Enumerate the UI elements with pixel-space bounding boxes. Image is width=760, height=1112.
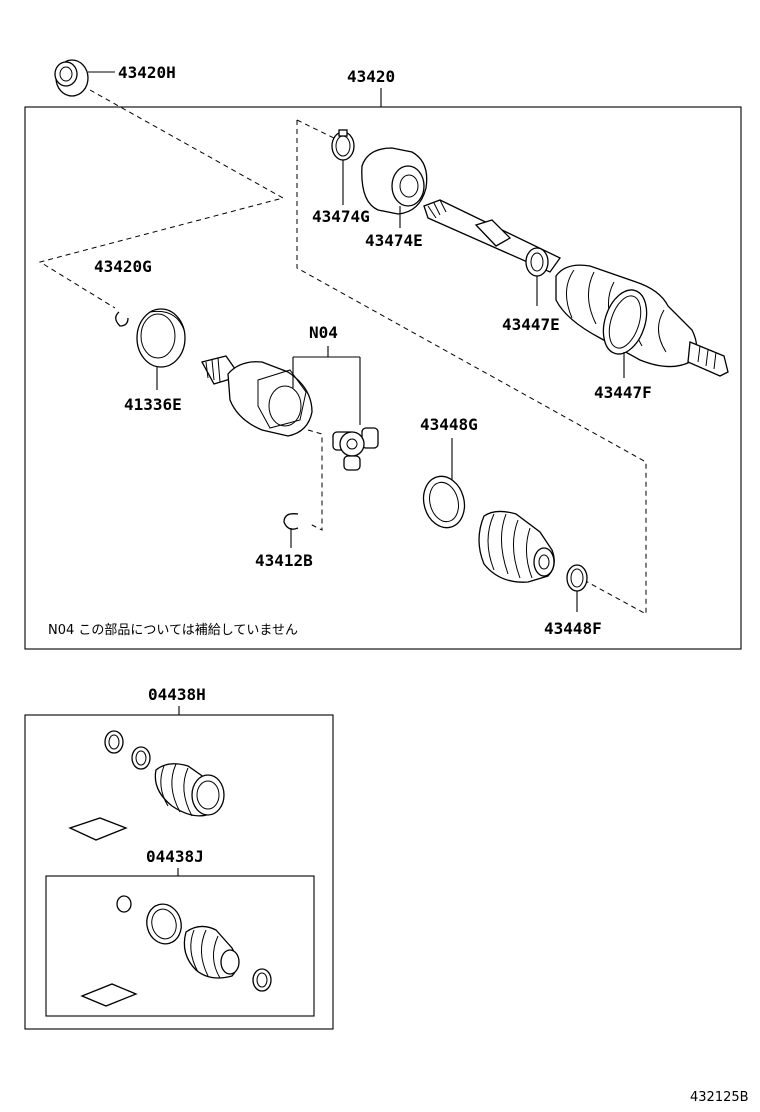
label-43447F[interactable]: 43447F bbox=[594, 383, 652, 402]
inner-boot[interactable] bbox=[478, 510, 555, 583]
label-43420G[interactable]: 43420G bbox=[94, 257, 152, 276]
tripod-joint[interactable] bbox=[332, 427, 379, 471]
snap-ring-43412B[interactable] bbox=[283, 513, 299, 530]
kit-04438J-clamp-small[interactable] bbox=[252, 968, 272, 992]
kit-04438J-snap-ring[interactable] bbox=[116, 895, 132, 913]
kit-frame-04438H bbox=[24, 714, 334, 1030]
label-04438H[interactable]: 04438H bbox=[148, 685, 206, 704]
damper-43474E[interactable] bbox=[361, 147, 428, 215]
label-N04[interactable]: N04 bbox=[309, 323, 338, 342]
label-43412B[interactable]: 43412B bbox=[255, 551, 313, 570]
ring-41336E[interactable] bbox=[136, 308, 186, 368]
label-43420H[interactable]: 43420H bbox=[118, 63, 176, 82]
assembly-frame-43420 bbox=[24, 106, 742, 650]
diagram-code: 432125B bbox=[690, 1090, 749, 1105]
kit-04438J-boot[interactable] bbox=[183, 925, 240, 979]
label-43420[interactable]: 43420 bbox=[347, 67, 395, 86]
clamp-43447F[interactable] bbox=[596, 284, 654, 359]
kit-04438H-clamps[interactable] bbox=[104, 730, 151, 770]
oil-seal-43420H[interactable] bbox=[54, 59, 89, 97]
label-04438J[interactable]: 04438J bbox=[146, 847, 204, 866]
drive-shaft[interactable] bbox=[423, 199, 561, 273]
label-41336E[interactable]: 41336E bbox=[124, 395, 182, 414]
snap-ring-43420G[interactable] bbox=[115, 311, 129, 327]
clamp-43448G[interactable] bbox=[418, 472, 470, 533]
kit-04438H-grease-pack[interactable] bbox=[68, 817, 128, 841]
label-43448G[interactable]: 43448G bbox=[420, 415, 478, 434]
inner-joint-housing[interactable] bbox=[201, 355, 313, 437]
kit-04438H-boot[interactable] bbox=[154, 763, 225, 817]
label-43448F[interactable]: 43448F bbox=[544, 619, 602, 638]
label-43474E[interactable]: 43474E bbox=[365, 231, 423, 250]
kit-04438J-clamp-large[interactable] bbox=[142, 900, 185, 947]
label-43474G[interactable]: 43474G bbox=[312, 207, 370, 226]
clamp-43474G[interactable] bbox=[331, 129, 355, 161]
clamp-43448F[interactable] bbox=[566, 564, 588, 592]
kit-frame-04438J bbox=[45, 875, 315, 1017]
clamp-43447E[interactable] bbox=[525, 247, 549, 277]
kit-04438J-grease-pack[interactable] bbox=[80, 983, 138, 1007]
label-43447E[interactable]: 43447E bbox=[502, 315, 560, 334]
supply-note: N04 この部品については補給していません bbox=[48, 623, 298, 638]
